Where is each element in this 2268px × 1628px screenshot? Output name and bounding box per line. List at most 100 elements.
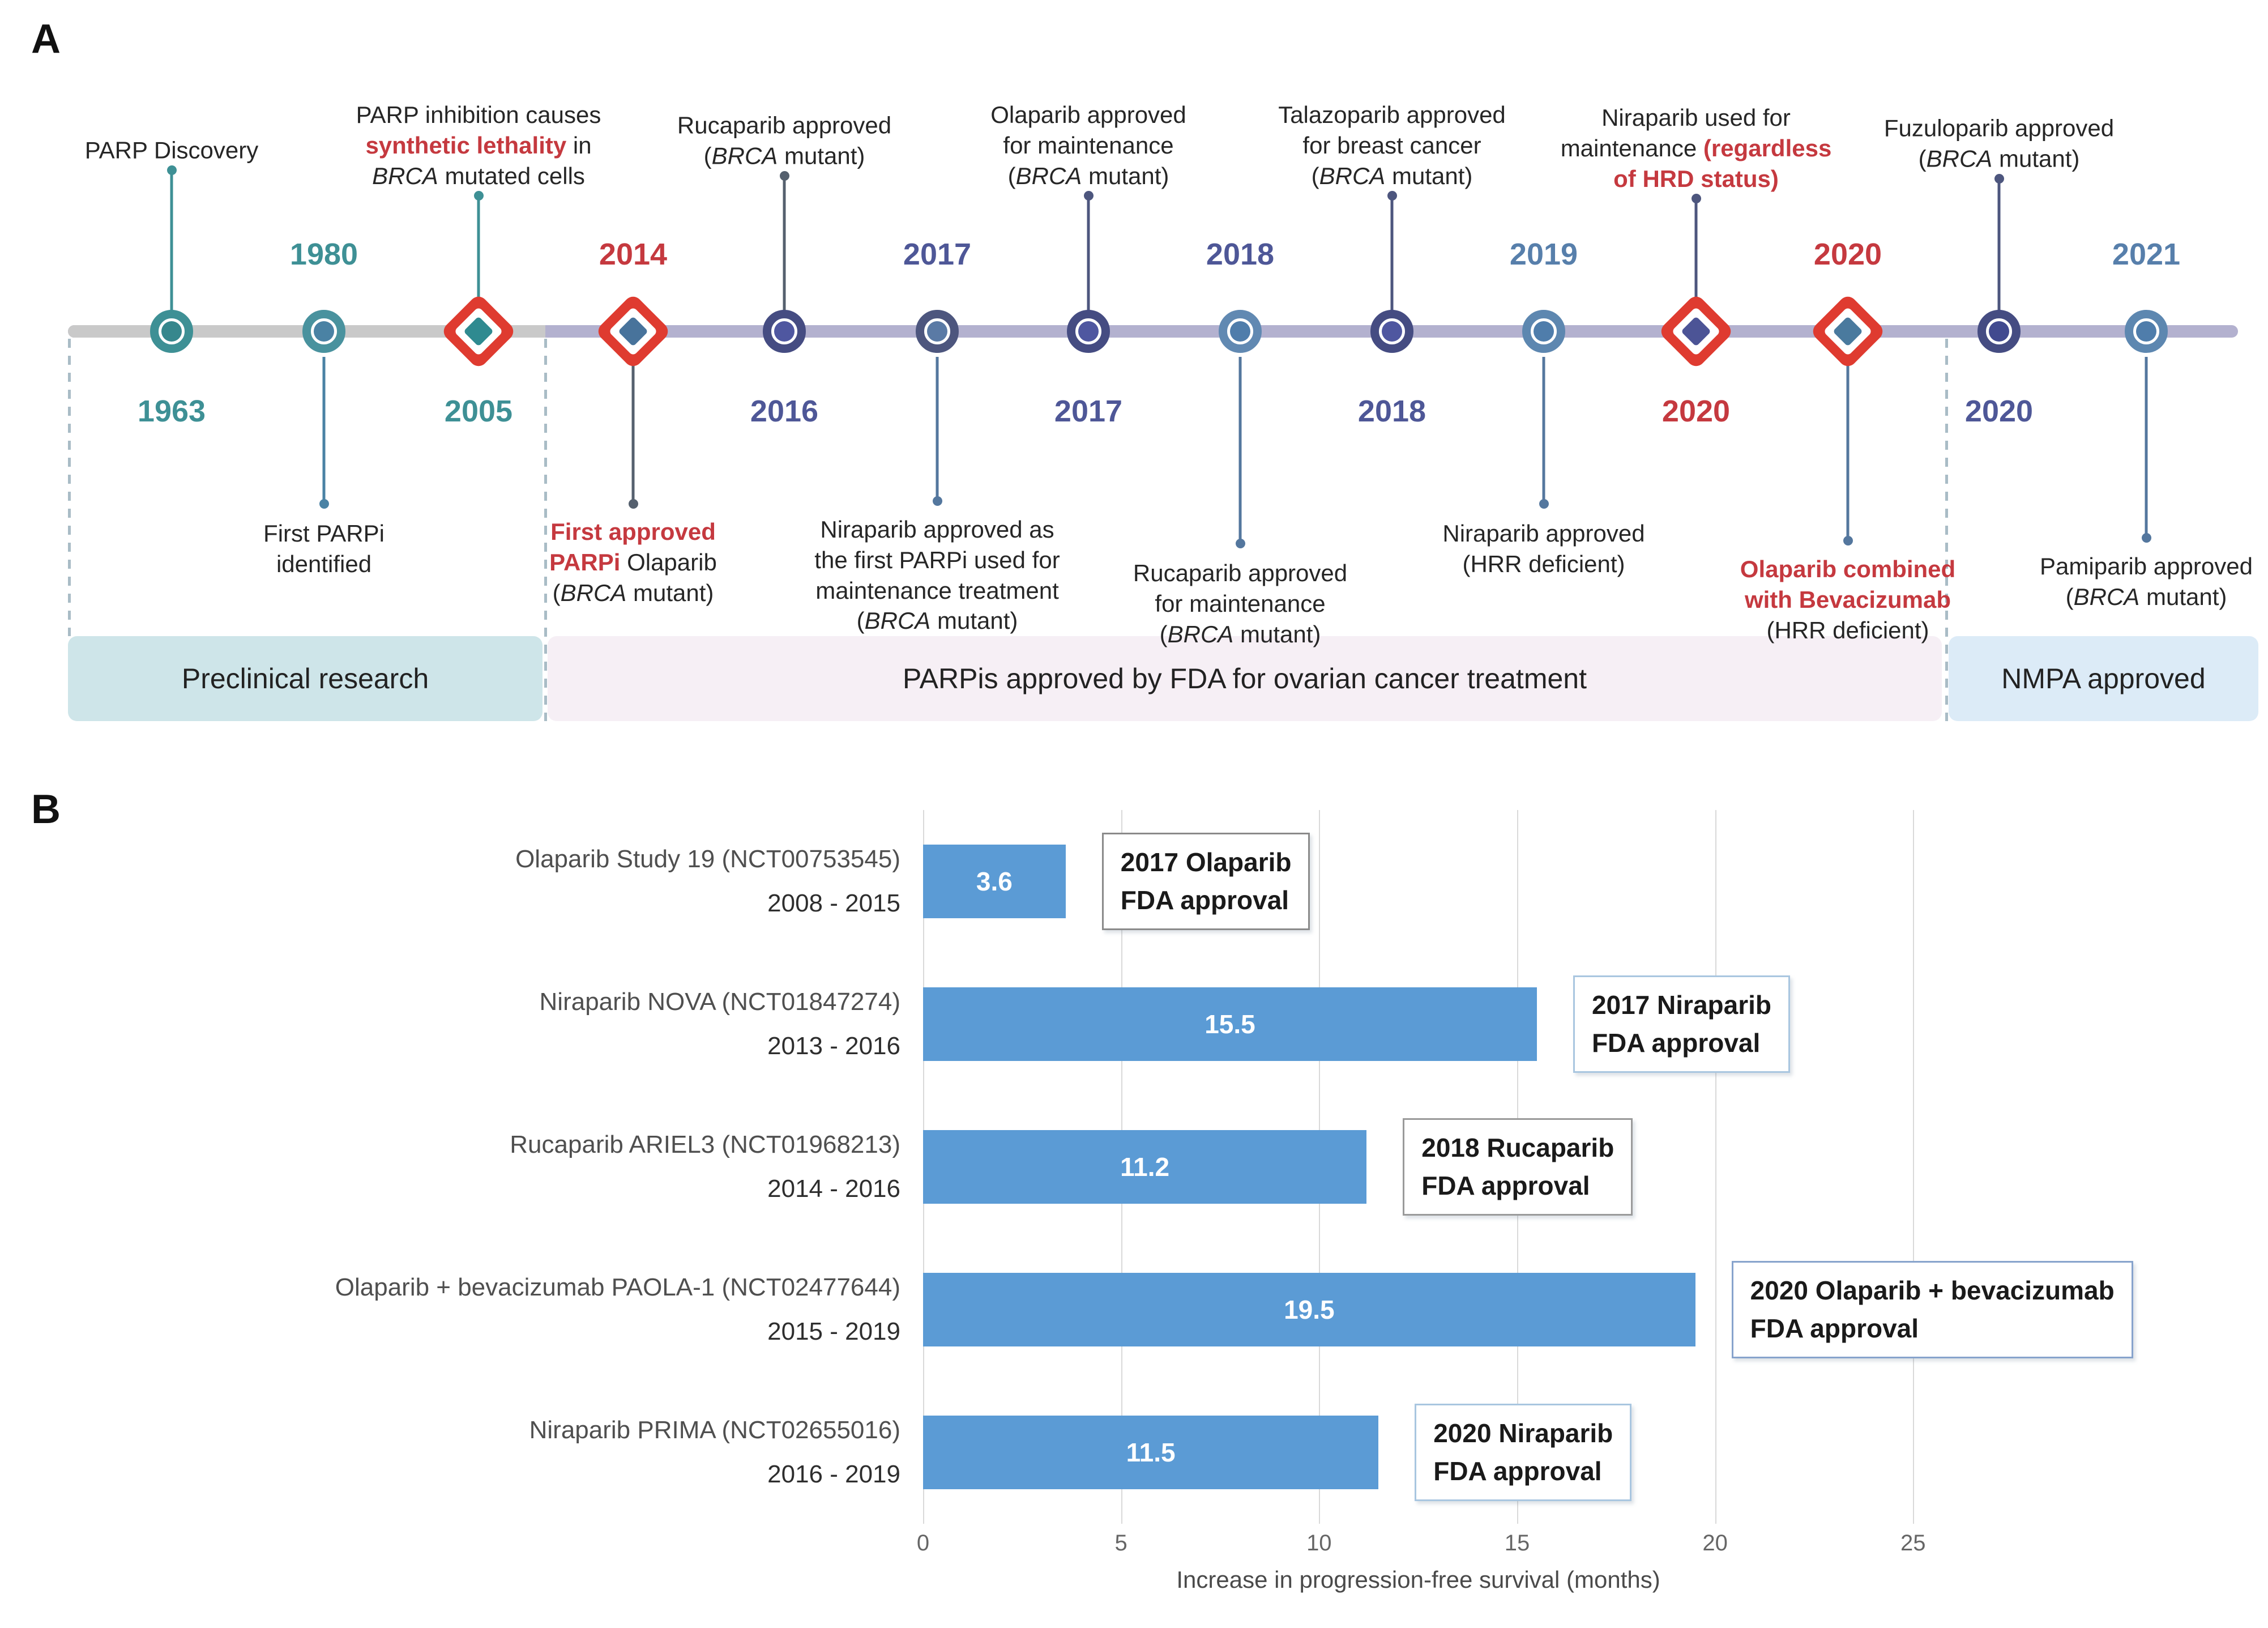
bar-value: 11.5 (1126, 1438, 1176, 1467)
trial-name: Olaparib + bevacizumab PAOLA-1 (NCT02477… (335, 1273, 900, 1301)
gridline (1715, 810, 1716, 1524)
circle-marker-icon (763, 310, 806, 353)
event-year: 2016 (750, 394, 819, 428)
section-divider-mid (544, 339, 547, 721)
annotation-line1: 2020 Niraparib (1433, 1418, 1613, 1448)
event-year: 2020 (1813, 237, 1882, 271)
timeline-event-2019-niraparib-hrr: Niraparib approved(HRR deficient) 2019 (1374, 0, 1714, 725)
timeline-event-2020-fuzuloparib: Fuzuloparib approved(BRCA mutant) 2020 (1829, 0, 2169, 725)
bar-row: 11.5 2020 Niraparib FDA approval (923, 1404, 2095, 1501)
section-preclinical-label: Preclinical research (181, 663, 429, 694)
event-year: 1963 (137, 394, 206, 428)
trial-years: 2016 - 2019 (767, 1460, 900, 1488)
x-axis-tick: 25 (1900, 1531, 1926, 1555)
event-text: Fuzuloparib approved(BRCA mutant) (1883, 114, 2115, 172)
annotation-line1: 2017 Niraparib (1591, 990, 1771, 1020)
bar-row: 3.6 2017 Olaparib FDA approval (923, 833, 2095, 930)
event-stem (1390, 195, 1394, 312)
event-year: 2017 (903, 237, 972, 271)
event-year: 2018 (1206, 237, 1275, 271)
circle-marker-icon (1219, 310, 1262, 353)
event-stem (477, 195, 480, 312)
event-year: 2020 (1964, 394, 2034, 428)
gridline (1913, 810, 1915, 1524)
annotation-line1: 2017 Olaparib (1120, 847, 1292, 877)
annotation-box: 2017 Olaparib FDA approval (1101, 833, 1310, 930)
event-stem (783, 176, 786, 312)
event-year: 2019 (1509, 237, 1578, 271)
event-year: 1980 (289, 237, 358, 271)
bar-category-label: Rucaparib ARIEL3 (NCT01968213) 2014 - 20… (17, 1131, 900, 1203)
x-axis-tick: 5 (1114, 1531, 1127, 1555)
trial-name: Niraparib NOVA (NCT01847274) (539, 988, 900, 1016)
x-axis-tick: 0 (916, 1531, 930, 1555)
x-axis-title: Increase in progression-free survival (m… (1176, 1566, 1660, 1593)
annotation-line2: FDA approval (1120, 885, 1289, 915)
trial-name: Rucaparib ARIEL3 (NCT01968213) (510, 1131, 900, 1158)
bar-niraparib-nova: 15.5 (923, 987, 1537, 1061)
event-stem (1846, 365, 1850, 541)
annotation-line2: FDA approval (1421, 1171, 1590, 1200)
event-stem (1087, 195, 1090, 312)
event-year: 2018 (1357, 394, 1426, 428)
bar-category-label: Niraparib NOVA (NCT01847274) 2013 - 2016 (17, 988, 900, 1060)
annotation-box: 2020 Niraparib FDA approval (1415, 1404, 1632, 1501)
trial-years: 2008 - 2015 (767, 889, 900, 917)
bar-category-label: Olaparib Study 19 (NCT00753545) 2008 - 2… (17, 845, 900, 918)
circle-marker-icon (150, 310, 193, 353)
section-fda-approved-label: PARPis approved by FDA for ovarian cance… (903, 663, 1587, 694)
section-nmpa-approved: NMPA approved (1949, 636, 2258, 721)
timeline-event-2016-rucaparib: Rucaparib approved(BRCA mutant) 2016 (614, 0, 954, 725)
event-year: 2020 (1662, 394, 1731, 428)
trial-years: 2013 - 2016 (767, 1032, 900, 1060)
bar-row: 11.2 2018 Rucaparib FDA approval (923, 1118, 2095, 1216)
annotation-line1: 2018 Rucaparib (1421, 1133, 1614, 1163)
panel-b-label: B (31, 787, 61, 832)
event-text: Pamiparib approved(BRCA mutant) (2040, 553, 2253, 610)
circle-marker-icon (1522, 310, 1565, 353)
bar-value: 3.6 (976, 867, 1013, 896)
x-axis-tick: 10 (1306, 1531, 1332, 1555)
timeline-event-1963-parp-discovery: PARP Discovery 1963 (2, 0, 341, 725)
bar-row: 15.5 2017 Niraparib FDA approval (923, 975, 2095, 1073)
circle-marker-icon (916, 310, 959, 353)
circle-marker-icon (302, 310, 345, 353)
event-stem (1542, 357, 1545, 504)
event-stem (1694, 198, 1698, 306)
bar-value: 15.5 (1205, 1009, 1255, 1039)
trial-name: Olaparib Study 19 (NCT00753545) (515, 845, 900, 873)
bar-value: 11.2 (1120, 1152, 1170, 1182)
event-year: 2014 (599, 237, 668, 271)
bar-rucaparib-ariel3: 11.2 (923, 1130, 1367, 1204)
bar-olaparib-bevacizumab-paola1: 19.5 (923, 1273, 1695, 1346)
event-text: Rucaparib approved(BRCA mutant) (677, 112, 892, 169)
panel-a-label: A (31, 16, 61, 62)
bar-olaparib-study19: 3.6 (923, 845, 1066, 918)
circle-marker-icon (2125, 310, 2168, 353)
bar-value: 19.5 (1284, 1295, 1335, 1324)
circle-marker-icon (1370, 310, 1413, 353)
annotation-line2: FDA approval (1433, 1456, 1602, 1486)
timeline-event-2021-pamiparib: Pamiparib approved(BRCA mutant) 2021 (1976, 0, 2268, 725)
bar-category-label: Niraparib PRIMA (NCT02655016) 2016 - 201… (17, 1416, 900, 1489)
event-stem (322, 357, 326, 504)
event-stem (1997, 178, 2001, 312)
trial-name: Niraparib PRIMA (NCT02655016) (529, 1416, 900, 1444)
bar-niraparib-prima: 11.5 (923, 1416, 1379, 1489)
circle-marker-icon (1067, 310, 1110, 353)
event-stem (1238, 357, 1242, 544)
bar-category-label: Olaparib + bevacizumab PAOLA-1 (NCT02477… (17, 1273, 900, 1346)
